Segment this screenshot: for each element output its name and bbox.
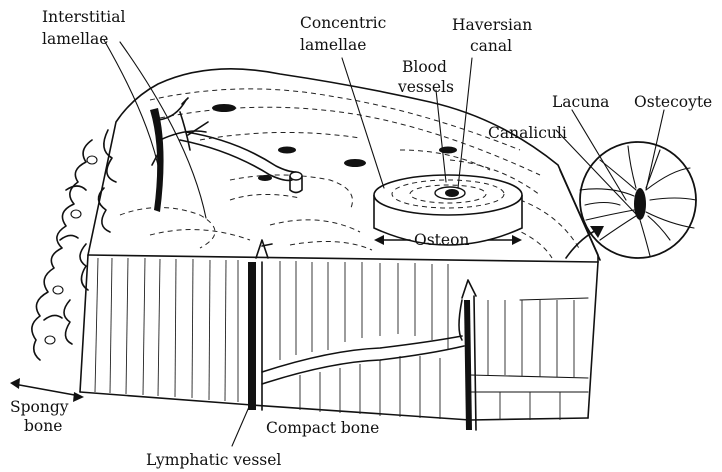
label-spongy-bone-2: bone bbox=[24, 417, 62, 435]
label-lacuna: Lacuna bbox=[552, 93, 609, 111]
label-osteon: Osteon bbox=[414, 231, 469, 249]
label-blood-vessels-2: vessels bbox=[397, 78, 454, 96]
label-haversian-canal-2: canal bbox=[470, 37, 512, 55]
label-concentric-lamellae-1: Concentric bbox=[300, 14, 386, 32]
label-interstitial-lamellae-2: lamellae bbox=[42, 30, 108, 48]
spongy-bone-trabeculae bbox=[32, 130, 116, 360]
label-lymphatic-vessel: Lymphatic vessel bbox=[146, 451, 281, 469]
label-ostecoyte: Ostecoyte bbox=[634, 93, 712, 111]
label-canaliculi: Canaliculi bbox=[488, 124, 567, 142]
label-concentric-lamellae-2: lamellae bbox=[300, 36, 366, 54]
label-spongy-bone-1: Spongy bbox=[10, 398, 69, 416]
label-compact-bone: Compact bone bbox=[266, 419, 379, 437]
magnified-osteocyte-view bbox=[566, 142, 696, 258]
label-blood-vessels-1: Blood bbox=[402, 58, 447, 76]
label-interstitial-lamellae-1: Interstitial bbox=[42, 8, 125, 26]
blood-vessel-network bbox=[150, 98, 476, 430]
front-face-lamellae bbox=[95, 258, 574, 420]
label-haversian-canal-1: Haversian bbox=[452, 16, 532, 34]
